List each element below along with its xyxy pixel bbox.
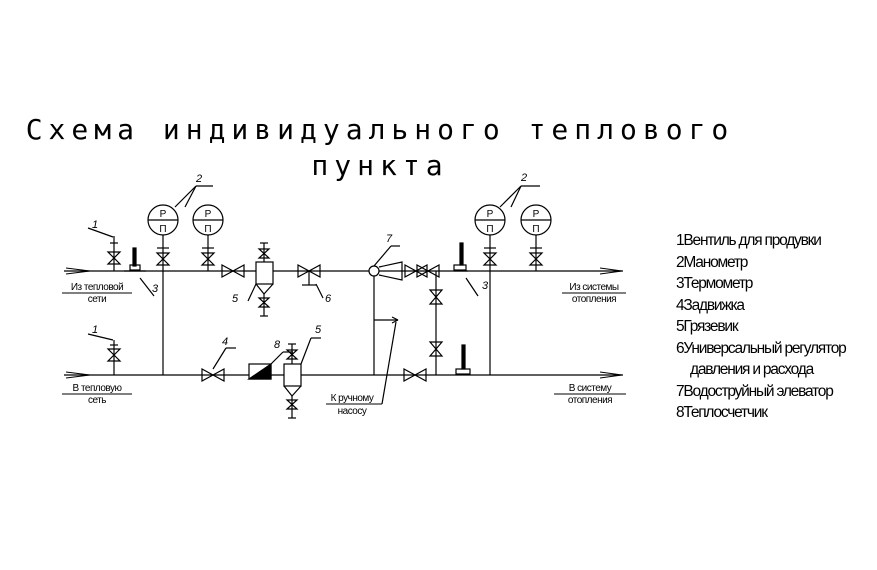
mud-separator-supply [247, 242, 274, 317]
callout-1-bottom: 1 [92, 324, 98, 336]
callout-3-left: 3 [152, 283, 159, 295]
gauge-p-top-1: Р [160, 209, 167, 220]
label-to-network-2: сеть [88, 395, 106, 406]
thermometer-left [124, 247, 155, 297]
pressure-gauges-right [474, 185, 552, 271]
label-from-system-1: Из системы [569, 282, 619, 293]
legend-item-3: 3Термометр [676, 275, 753, 292]
thermometer-right-top [453, 242, 479, 297]
callout-6: 6 [325, 293, 332, 305]
legend-item-2: 2Манометр [676, 253, 748, 271]
diagram-title: Схема индивидуального теплового пункта [0, 112, 760, 184]
thermometer-right-bottom [455, 344, 471, 375]
gauge-p-top-3: Р [487, 209, 494, 220]
callout-1-top: 1 [92, 219, 98, 231]
legend-item-6-continued: давления и расхода [690, 361, 814, 378]
gate-valve-return-right [403, 367, 427, 383]
callout-4: 4 [222, 336, 228, 348]
gauge-p-bottom-3: П [486, 224, 493, 235]
legend-item-6: 6Универсальный регулятор [676, 339, 847, 357]
gauge-p-bottom-1: П [159, 224, 166, 235]
flow-arrows [65, 267, 623, 379]
purge-valve-left-bottom [87, 333, 122, 375]
label-to-system-2: отопления [568, 395, 612, 406]
legend-item-4: 4Задвижка [676, 296, 745, 314]
callout-5-top: 5 [232, 293, 239, 305]
label-to-system-1: В систему [569, 383, 612, 394]
mud-separator-return [283, 337, 321, 419]
heat-meter [247, 351, 293, 380]
purge-valve-left-top [87, 227, 122, 271]
pressure-gauges-left [147, 185, 224, 271]
label-to-network-1: В тепловую [73, 383, 123, 394]
gate-valve-return-left [201, 347, 236, 383]
callout-2-right: 2 [520, 172, 527, 184]
callout-5-bottom: 5 [315, 324, 322, 336]
label-to-pump-2: насосу [338, 406, 367, 417]
callout-3-right: 3 [482, 280, 489, 292]
gauge-p-bottom-2: П [204, 224, 211, 235]
pressure-regulator [297, 263, 324, 299]
gate-valves-supply-right [404, 263, 440, 279]
water-jet-elevator [368, 245, 403, 281]
label-underlines [62, 292, 626, 405]
bypass-valves [428, 289, 444, 357]
callout-7: 7 [386, 233, 393, 245]
label-to-pump-1: К ручному [331, 393, 374, 404]
title-line-1: Схема индивидуального теплового [25, 113, 735, 146]
label-from-network-2: сети [88, 294, 106, 305]
legend-item-7: 7Водоструйный элеватор [676, 382, 834, 400]
legend-item-5: 5Грязевик [676, 318, 739, 335]
legend: 1Вентиль для продувки 2Манометр 3Термоме… [676, 230, 847, 424]
label-from-network-1: Из тепловой [71, 282, 123, 293]
gauge-p-top-2: Р [205, 209, 212, 220]
callout-2-left: 2 [195, 173, 202, 185]
callout-8: 8 [274, 339, 281, 351]
pump-branch [374, 316, 399, 405]
title-line-2: пункта [311, 149, 449, 182]
gauge-p-bottom-4: П [532, 224, 539, 235]
legend-item-8: 8Теплосчетчик [676, 404, 768, 421]
legend-item-1: 1Вентиль для продувки [676, 232, 822, 249]
gate-valve-supply-left [221, 263, 245, 279]
vertical-connectors [162, 271, 491, 375]
label-from-system-2: отопления [572, 294, 616, 305]
gauge-p-top-4: Р [533, 209, 540, 220]
